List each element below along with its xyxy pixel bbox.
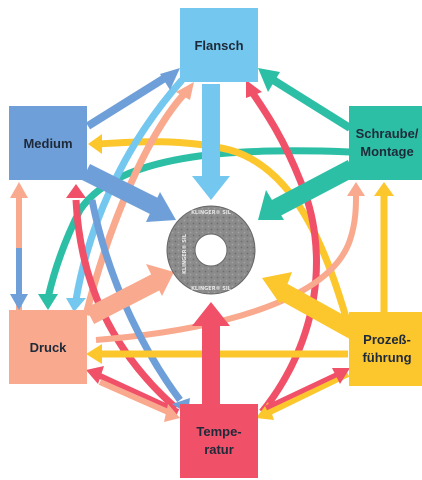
arrowhead-gasket-salmon xyxy=(146,264,174,296)
arrowhead-medium-salmon xyxy=(10,182,28,198)
arrow-prozess-to-gasket xyxy=(275,282,357,338)
arrowhead-prozess-red xyxy=(332,368,350,384)
arrow-flansch-to-gasket xyxy=(202,84,220,180)
gasket-brand-left: KLINGER® SIL xyxy=(182,233,188,274)
node-schraube-label-1: Schraube/ xyxy=(356,126,419,141)
node-druck: Druck xyxy=(9,310,87,384)
arrow-temperatur-to-flansch xyxy=(249,90,320,415)
arrow-temperatur-to-gasket xyxy=(202,322,220,406)
arrow-schraube-to-flansch xyxy=(267,74,353,132)
arrow-medium-to-flansch xyxy=(85,72,171,130)
arrowhead-temperatur-salmon xyxy=(164,404,180,422)
arrowhead-gasket-red xyxy=(192,302,230,326)
arrowhead-flansch-red xyxy=(246,80,262,98)
arrowhead-druck-blue xyxy=(66,298,86,312)
arrowhead-gasket-blue-top xyxy=(192,176,230,200)
gasket-brand-top: KLINGER® SIL xyxy=(191,210,232,216)
arrowhead-gasket-teal xyxy=(258,190,284,220)
node-flansch: Flansch xyxy=(180,8,258,82)
node-medium-label: Medium xyxy=(23,136,72,151)
arrowhead-gasket-blue-left xyxy=(146,192,176,222)
node-temperatur-label-1: Tempe- xyxy=(196,424,241,439)
node-prozess-label-2: führung xyxy=(362,350,411,365)
arrowhead-druck-red xyxy=(86,366,104,384)
node-medium: Medium xyxy=(9,106,87,180)
arrowhead-druck-blue2 xyxy=(10,294,28,310)
arrowhead-druck-yellow xyxy=(86,344,102,364)
arrowhead-druck-teal xyxy=(38,294,58,310)
node-schraube-montage: Schraube/ Montage xyxy=(349,106,422,180)
node-prozess-label-1: Prozeß- xyxy=(363,332,411,347)
arrow-druck-to-gasket xyxy=(85,273,161,325)
arrowhead-flansch-salmon xyxy=(176,82,194,100)
node-druck-label: Druck xyxy=(30,340,68,355)
node-temperatur: Tempe- ratur xyxy=(180,404,258,478)
arrow-druck-to-flansch xyxy=(82,89,189,316)
arrowhead-schraube-yellow xyxy=(374,182,394,196)
arrow-druck-to-temperatur xyxy=(98,379,170,415)
node-prozessfuehrung: Prozeß- führung xyxy=(349,312,422,386)
node-flansch-label: Flansch xyxy=(194,38,243,53)
arrow-temperatur-to-prozess xyxy=(264,371,340,411)
node-schraube-label-2: Montage xyxy=(360,144,413,159)
gasket-brand-bottom: KLINGER® SIL xyxy=(191,286,232,292)
arrowhead-flansch-teal xyxy=(258,68,280,92)
arrow-medium-to-gasket xyxy=(81,163,163,217)
arrowhead-medium-red xyxy=(66,184,86,198)
arrowhead-gasket-yellow xyxy=(262,272,292,304)
arrow-druck-to-schraube xyxy=(95,195,359,343)
arrow-medium-to-temperatur xyxy=(88,199,183,403)
node-temperatur-label-2: ratur xyxy=(204,442,234,457)
gasket-ring xyxy=(166,205,256,295)
arrowhead-flansch-blue xyxy=(160,68,180,90)
arrowhead-schraube-salmon xyxy=(347,182,365,196)
arrow-schraube-to-gasket xyxy=(271,160,357,216)
arrow-temperatur-to-druck xyxy=(98,373,180,415)
arrowhead-medium-yellow xyxy=(88,134,102,154)
arrow-prozess-to-temperatur xyxy=(268,371,350,415)
